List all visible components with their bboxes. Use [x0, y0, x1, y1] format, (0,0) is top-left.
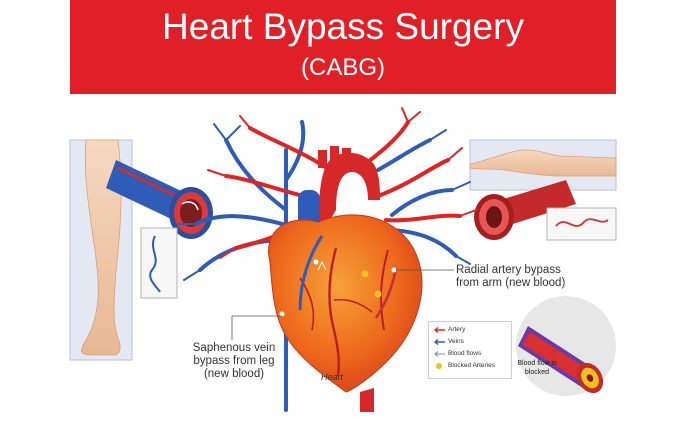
- blocked-flow-label: Blood flow is blocked: [517, 360, 557, 376]
- blue-arrow-icon: [433, 339, 445, 345]
- radial-label-line-1: Radial artery bypass: [456, 264, 561, 276]
- radial-artery-label: Radial artery bypass from arm (new blood…: [456, 264, 565, 290]
- legend-item-blocked-arteries: Blocked Arteries: [433, 361, 495, 371]
- callout-lines: [231, 269, 454, 340]
- legend-item-artery: Artery: [433, 325, 465, 335]
- heart: [268, 146, 423, 412]
- radial-label-line-2: from arm (new blood): [456, 277, 566, 289]
- outline-arrow-icon: [434, 351, 445, 357]
- title-banner: Heart Bypass Surgery (CABG): [70, 0, 616, 94]
- legend-label: Artery: [448, 326, 466, 333]
- legend-item-veins: Veins: [433, 337, 464, 347]
- saphenous-label-line-1: Saphenous vein: [192, 342, 276, 354]
- legend-item-blood-flows: Blood flows: [433, 349, 481, 359]
- heart-label: Heart: [321, 372, 344, 382]
- legend-label: Veins: [448, 338, 464, 345]
- saphenous-label-line-3: (new blood): [203, 368, 265, 380]
- saphenous-label-line-2: bypass from leg: [193, 355, 275, 367]
- yellow-dot-icon: [436, 363, 442, 369]
- artery-graft-tube: [474, 180, 576, 240]
- vein-graft-tube: [106, 160, 213, 239]
- legend: Artery Veins Blood flows Blocked Arterie…: [428, 321, 512, 379]
- legend-label: Blocked Arteries: [448, 362, 495, 369]
- artery-sample-box: [546, 207, 617, 241]
- page-subtitle: (CABG): [301, 54, 385, 81]
- red-arrow-icon: [433, 327, 445, 333]
- saphenous-vein-label: Saphenous vein bypass from leg (new bloo…: [186, 342, 282, 381]
- page-title: Heart Bypass Surgery: [162, 6, 524, 47]
- legend-label: Blood flows: [448, 350, 482, 357]
- arm-panel: [469, 139, 617, 191]
- vein-sample-box: [140, 227, 178, 299]
- blocked-artery-inset: [516, 296, 616, 396]
